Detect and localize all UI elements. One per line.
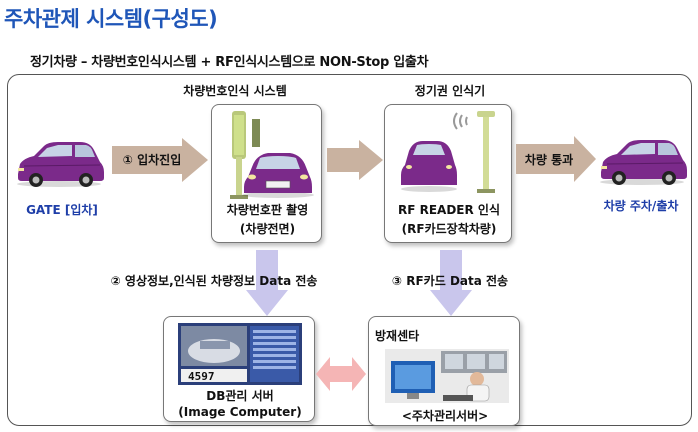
entry-arrow-label: ① 입차진입 xyxy=(122,153,182,167)
rf-reader-icon xyxy=(453,111,495,193)
rf-heading: 정기권 인식기 xyxy=(414,84,486,98)
video-data-arrow xyxy=(246,250,288,316)
page-subtitle: 정기차량 – 차량번호인식시스템 + RF인식시스템으로 NON-Stop 입출… xyxy=(30,55,429,70)
exit-car-icon xyxy=(599,139,688,186)
center-label: <주차관리서버> xyxy=(401,409,489,423)
video-data-label: ② 영상정보,인식된 차량정보 Data 전송 xyxy=(110,274,318,288)
rf-line1: RF READER 인식 xyxy=(398,203,500,217)
lpr-to-rf-arrow xyxy=(327,140,383,180)
gate-car-icon xyxy=(16,141,105,188)
pass-arrow-label: 차량 통과 xyxy=(524,153,574,167)
db-monitor-icon xyxy=(178,323,302,385)
lpr-camera-icon xyxy=(230,111,260,199)
rf-line2: (RF카드장착차량) xyxy=(401,222,497,236)
center-box: 방재센타 <주차관리서버> xyxy=(368,316,520,426)
rf-data-label: ③ RF카드 Data 전송 xyxy=(391,274,509,288)
db-line2: (Image Computer) xyxy=(178,405,302,419)
db-plate-text: 4597 xyxy=(188,370,215,383)
db-box: 4597 DB관리 서버 (Image Computer) xyxy=(163,316,315,422)
gate-label: GATE [입차] xyxy=(26,203,98,217)
center-heading: 방재센타 xyxy=(375,329,420,343)
lpr-line2: (차량전면) xyxy=(239,222,296,236)
page-title: 주차관제 시스템(구성도) xyxy=(4,7,218,31)
lpr-heading: 차량번호인식 시스템 xyxy=(183,84,287,98)
center-workstation-icon xyxy=(385,349,509,403)
diagram-frame xyxy=(7,74,692,426)
entry-arrow xyxy=(112,138,208,182)
lpr-box: 차량번호판 촬영 (차량전면) xyxy=(211,104,322,243)
bidirectional-arrow xyxy=(316,357,366,391)
rf-data-arrow xyxy=(430,250,472,316)
pass-arrow xyxy=(516,136,596,182)
exit-label: 차량 주차/출차 xyxy=(603,199,679,213)
lpr-car-icon xyxy=(242,153,314,198)
db-line1: DB관리 서버 xyxy=(206,389,274,403)
lpr-line1: 차량번호판 촬영 xyxy=(226,203,309,217)
rf-car-icon xyxy=(401,141,457,192)
rf-box: RF READER 인식 (RF카드장착차량) xyxy=(384,104,512,243)
